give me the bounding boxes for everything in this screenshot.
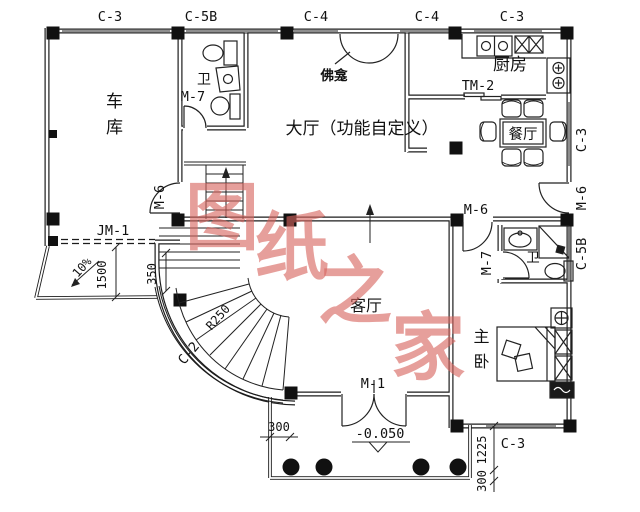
doors — [149, 92, 570, 427]
dimension-lines — [71, 204, 499, 492]
bathroom-master-fixtures — [503, 225, 574, 282]
room-label-kitchen: 厨房 — [493, 55, 527, 75]
room-label-master-bedroom: 主卧 — [471, 328, 490, 378]
watermark-char-4: 家 — [391, 305, 465, 391]
nightstand — [554, 355, 573, 381]
door-tm2-panel-b — [480, 95, 502, 101]
bedroom-furniture — [496, 307, 575, 399]
columns — [46, 26, 577, 433]
curved-window-glazing — [158, 285, 284, 401]
watermark: 图 纸 之 家 — [185, 175, 465, 391]
porch-columns — [282, 458, 467, 476]
dim-right-lower: 300 — [475, 470, 489, 492]
door-m6-hall — [462, 221, 493, 252]
door-m7-bath-master — [502, 251, 530, 279]
door-m7-bath-top — [183, 105, 207, 129]
watermark-char-2: 纸 — [255, 205, 329, 291]
pillow — [501, 339, 522, 360]
window-label-c4-top-a: C-4 — [304, 9, 328, 25]
door-label-m7-bath-master: M-7 — [479, 251, 495, 275]
door-label-jm1: JM-1 — [97, 223, 130, 239]
room-label-dining: 餐厅 — [509, 126, 538, 143]
dim-right-upper: 1225 — [475, 436, 489, 465]
window-label-c3-top: C-3 — [98, 9, 122, 25]
door-tm2-panel-a — [463, 92, 485, 98]
stair-up-arrow — [222, 167, 230, 178]
door-label-m1: M-1 — [361, 376, 385, 392]
window-label-c5b-right: C-5B — [574, 238, 590, 271]
garage-rolling-door — [50, 238, 155, 245]
nightstand — [554, 329, 573, 355]
door-m6-garage — [149, 182, 181, 214]
room-label-garage: 车库 — [102, 92, 123, 144]
room-label-bath-master: 卫 — [526, 250, 540, 266]
door-m1-right-leaf — [373, 393, 407, 427]
window-label-c5b-top: C-5B — [185, 9, 218, 25]
dim-stair: 350 — [145, 263, 159, 285]
bathroom-top-fixtures — [202, 40, 241, 120]
staircase — [159, 161, 290, 391]
room-label-hall: 大厅（功能自定义） — [286, 119, 439, 139]
stair-outer-stringer — [175, 287, 284, 391]
dim-porch-edge: 300 — [268, 420, 290, 434]
dim-elevation: -0.050 — [356, 426, 405, 442]
room-label-bath-top: 卫 — [197, 72, 211, 88]
window-label-c3-bedroom: C-3 — [501, 436, 525, 452]
shrine-niche — [334, 33, 399, 65]
dim-ramp-length: 1500 — [95, 261, 109, 290]
room-label-shrine: 佛龛 — [320, 67, 348, 84]
shower — [538, 225, 570, 259]
dresser — [550, 307, 573, 329]
door-label-m7-bath-top: M-7 — [181, 89, 205, 105]
door-label-tm2: TM-2 — [462, 78, 495, 94]
window-label-c3-right: C-3 — [574, 128, 590, 152]
door-m6-exterior — [538, 182, 570, 214]
door-label-m6-right: M-6 — [574, 186, 590, 210]
watermark-char-3: 之 — [318, 249, 392, 335]
dining-set — [479, 99, 567, 167]
window-label-c3-kitchen: C-3 — [500, 9, 524, 25]
pillow — [513, 352, 534, 372]
stair-inner-arc — [247, 277, 290, 318]
watermark-char-1: 图 — [185, 175, 259, 261]
kitchen-fixtures — [461, 34, 571, 94]
door-m1-left-leaf — [341, 393, 375, 427]
room-label-living: 客厅 — [350, 296, 382, 315]
door-label-m6-garage: M-6 — [152, 185, 168, 209]
stove — [546, 57, 571, 94]
door-label-m6-hall: M-6 — [464, 202, 488, 218]
window-label-c4-top-b: C-4 — [415, 9, 439, 25]
